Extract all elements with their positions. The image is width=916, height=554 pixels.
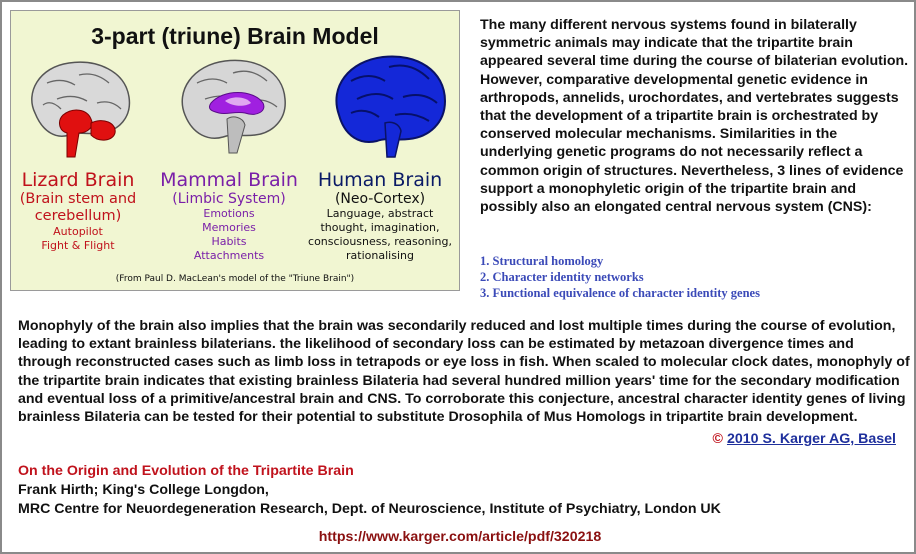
mammal-brain-desc-line2: Memories: [202, 221, 256, 234]
mammal-brain-sub: (Limbic System): [172, 191, 286, 207]
human-brain-desc-line1: Language, abstract: [326, 207, 434, 220]
human-brain-desc-line2: thought, imagination,: [320, 221, 440, 234]
lizard-brain-illustration: [17, 53, 137, 163]
copyright-link[interactable]: 2010 S. Karger AG, Basel: [726, 431, 896, 447]
reference-institution: MRC Centre for Neuordegeneration Researc…: [18, 501, 721, 517]
lizard-brain-desc: Autopilot Fight & Flight: [3, 225, 153, 253]
human-brain-caption: Human Brain (Neo-Cortex) Language, abstr…: [305, 169, 455, 263]
human-brain-illustration: [329, 53, 449, 163]
evidence-item: 1. Structural homology: [480, 254, 604, 268]
human-brain-name: Human Brain: [317, 169, 443, 191]
reference-title: On the Origin and Evolution of the Tripa…: [18, 463, 354, 479]
mammal-brain-name: Mammal Brain: [160, 169, 298, 191]
main-paragraph: Monophyly of the brain also implies that…: [18, 318, 910, 426]
reference-url[interactable]: https://www.karger.com/article/pdf/32021…: [318, 529, 602, 545]
intro-paragraph: The many different nervous systems found…: [480, 17, 909, 216]
evidence-item: 3. Functional equivalence of character i…: [480, 286, 760, 300]
lizard-brain-sub-line2: cerebellum): [34, 208, 122, 224]
copyright-symbol: ©: [712, 431, 724, 447]
mammal-brain-desc-line3: Habits: [211, 235, 247, 248]
mammal-brain-caption: Mammal Brain (Limbic System) Emotions Me…: [154, 169, 304, 263]
triune-brain-figure: 3-part (triune) Brain Model: [10, 10, 460, 291]
mammal-brain-desc-line1: Emotions: [203, 207, 255, 220]
human-brain-desc-line4: rationalising: [346, 249, 414, 262]
evidence-item: 2. Character identity networks: [480, 270, 644, 284]
human-brain-desc: Language, abstract thought, imagination,…: [305, 207, 455, 263]
lizard-brain-desc-line2: Fight & Flight: [41, 239, 115, 252]
reference-author: Frank Hirth; King's College Longdon,: [18, 482, 269, 498]
copyright-notice: © 2010 S. Karger AG, Basel: [713, 431, 896, 447]
lizard-brain-name: Lizard Brain: [21, 169, 135, 191]
lizard-brain-sub-line1: (Brain stem and: [19, 191, 137, 207]
mammal-brain-illustration: [171, 53, 291, 163]
figure-credit: (From Paul D. MacLean's model of the "Tr…: [115, 274, 355, 284]
human-brain-sub: (Neo-Cortex): [334, 191, 426, 207]
mammal-brain-desc: Emotions Memories Habits Attachments: [154, 207, 304, 263]
evidence-list: 1. Structural homology 2. Character iden…: [480, 253, 910, 301]
human-brain-desc-line3: consciousness, reasoning,: [308, 235, 452, 248]
figure-title: 3-part (triune) Brain Model: [91, 23, 379, 49]
lizard-brain-desc-line1: Autopilot: [53, 225, 103, 238]
lizard-brain-sub: (Brain stem and cerebellum): [3, 191, 153, 225]
lizard-brain-caption: Lizard Brain (Brain stem and cerebellum)…: [3, 169, 153, 253]
mammal-brain-desc-line4: Attachments: [193, 249, 265, 262]
